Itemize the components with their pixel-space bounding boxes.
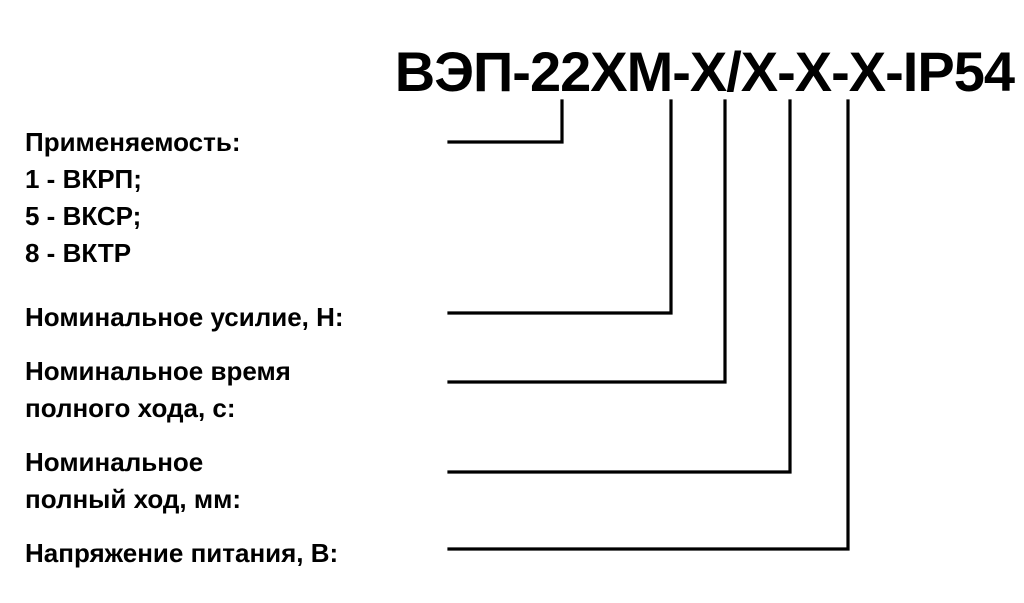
callout-line: Номинальное время xyxy=(25,356,291,386)
callout-line: Напряжение питания, В: xyxy=(25,538,339,568)
callout-line: полного хода, с: xyxy=(25,392,236,423)
callout-line: 5 - ВКСР; xyxy=(25,200,142,231)
callout-line: Номинальное xyxy=(25,447,204,477)
callout-label-applicability: Применяемость: 1 - ВКРП; 5 - ВКСР; 8 - В… xyxy=(25,124,241,272)
callout-line: 1 - ВКРП; xyxy=(25,163,142,194)
callout-label-supply-voltage: Напряжение питания, В: xyxy=(25,535,338,572)
leader-line-nominal-force xyxy=(447,99,673,315)
callout-label-nominal-full-travel-time: Номинальное время полного хода, с: xyxy=(25,353,291,427)
callout-line: Номинальное усилие, Н: xyxy=(25,302,344,332)
leader-line-nominal-full-travel xyxy=(447,99,792,474)
callout-label-nominal-force: Номинальное усилие, Н: xyxy=(25,299,344,336)
leader-line-applicability xyxy=(447,99,564,144)
callout-label-nominal-full-travel: Номинальное полный ход, мм: xyxy=(25,444,241,518)
callout-line: 8 - ВКТР xyxy=(25,237,132,268)
callout-line: полный ход, мм: xyxy=(25,483,241,514)
leader-line-nominal-full-travel-time xyxy=(447,99,727,384)
product-designation-code: ВЭП-22ХМ-Х/Х-Х-Х-IP54 xyxy=(394,40,1015,103)
callout-line: Применяемость: xyxy=(25,127,241,157)
leader-line-supply-voltage xyxy=(447,99,850,551)
